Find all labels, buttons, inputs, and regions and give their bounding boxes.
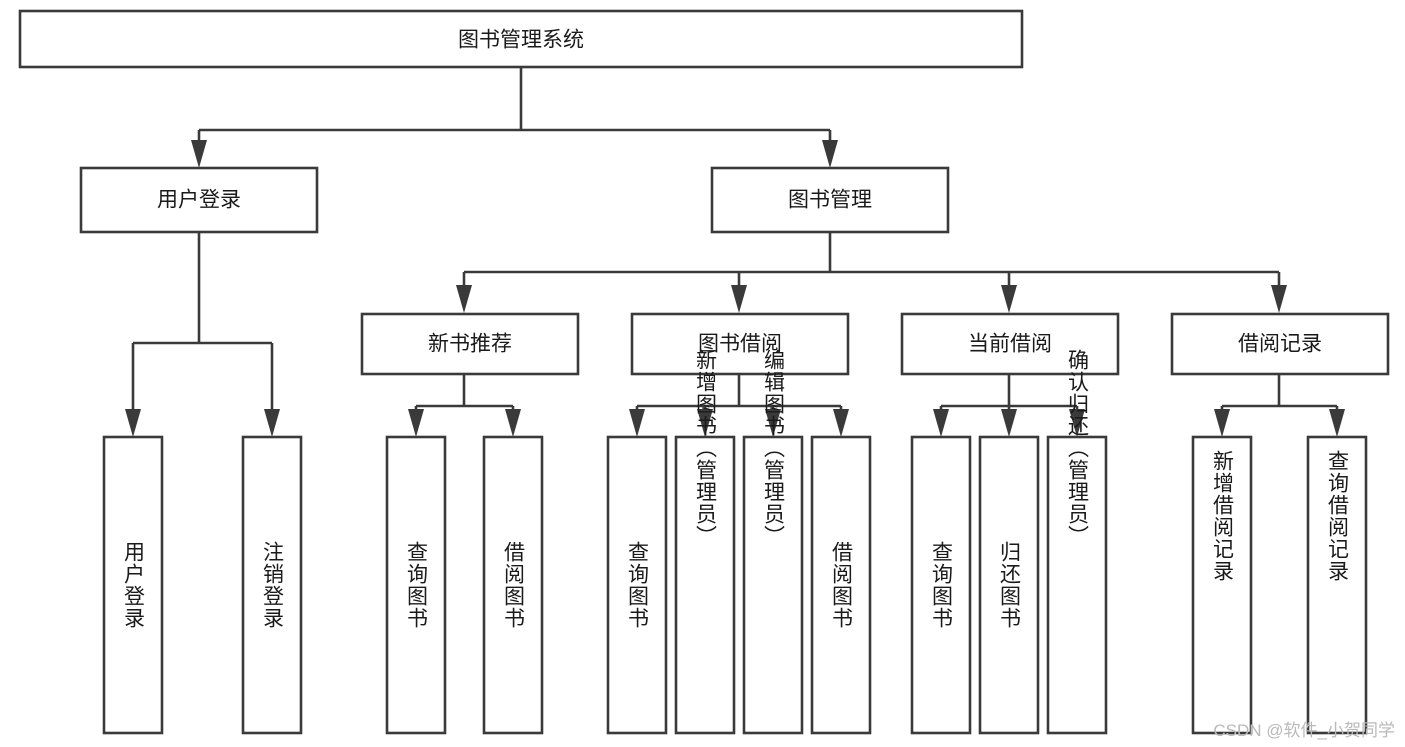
leaf-add-record-label: 新增借阅记录 xyxy=(1211,450,1235,582)
node-borrow-record[interactable]: 借阅记录 xyxy=(1170,312,1390,376)
leaf-borrow-book-1-label: 借阅图书 xyxy=(502,541,526,629)
leaf-add-record[interactable]: 新增借阅记录 xyxy=(1191,435,1253,735)
arrow-icon-leaf-edit-book xyxy=(765,409,781,437)
node-root-label: 图书管理系统 xyxy=(458,29,584,52)
leaf-return-book-box[interactable] xyxy=(978,435,1040,735)
leaf-query-book-3-box[interactable] xyxy=(910,435,972,735)
leaf-add-book-box[interactable] xyxy=(674,435,736,735)
arrow-icon-borrow-record xyxy=(1271,285,1287,313)
leaf-query-book-1-label: 查询图书 xyxy=(405,541,429,629)
arrow-icon-leaf-query-book-3 xyxy=(933,409,949,437)
node-new-book-recommend[interactable]: 新书推荐 xyxy=(360,312,580,376)
leaf-return-book-label: 归还图书 xyxy=(998,541,1022,629)
arrow-icon-user-login xyxy=(191,140,207,168)
leaf-add-record-box[interactable] xyxy=(1191,435,1253,735)
leaf-query-book-1[interactable]: 查询图书 xyxy=(385,435,447,735)
leaf-logout-login-label: 注销登录 xyxy=(261,541,285,629)
leaf-query-book-1-box[interactable] xyxy=(385,435,447,735)
leaf-query-book-3[interactable]: 查询图书 xyxy=(910,435,972,735)
connector-layer xyxy=(125,67,1345,437)
node-root[interactable]: 图书管理系统 xyxy=(18,9,1024,69)
arrow-icon-new-book-recommend xyxy=(456,285,472,313)
node-root-box[interactable] xyxy=(18,9,1024,69)
arrow-icon-leaf-query-record xyxy=(1329,409,1345,437)
leaf-user-login[interactable]: 用户登录 xyxy=(102,435,164,735)
leaf-user-login-label: 用户登录 xyxy=(122,541,146,629)
arrow-icon-leaf-query-book-1 xyxy=(408,409,424,437)
leaf-query-book-2-label: 查询图书 xyxy=(626,541,650,629)
leaf-borrow-book-2-box[interactable] xyxy=(810,435,872,735)
leaf-logout-login[interactable]: 注销登录 xyxy=(241,435,303,735)
leaf-confirm-return-label: 确认归还（管理员） xyxy=(1066,349,1090,547)
leaf-query-book-2-box[interactable] xyxy=(606,435,668,735)
node-new-book-recommend-box[interactable] xyxy=(360,312,580,376)
leaf-add-book[interactable]: 新增图书（管理员） xyxy=(674,349,736,735)
leaf-edit-book-box[interactable] xyxy=(742,435,804,735)
arrow-icon-leaf-logout-login xyxy=(264,409,280,437)
watermark-text: CSDN @软件_小贺同学 xyxy=(1213,721,1395,740)
leaf-add-book-label: 新增图书（管理员） xyxy=(694,349,718,547)
node-book-borrow-box[interactable] xyxy=(630,312,850,376)
arrow-icon-leaf-borrow-book-1 xyxy=(505,409,521,437)
leaf-return-book[interactable]: 归还图书 xyxy=(978,435,1040,735)
node-book-management-box[interactable] xyxy=(710,166,950,234)
arrow-icon-leaf-add-book xyxy=(697,409,713,437)
leaf-confirm-return-box[interactable] xyxy=(1046,435,1108,735)
leaf-borrow-book-2[interactable]: 借阅图书 xyxy=(810,435,872,735)
leaf-query-record-label: 查询借阅记录 xyxy=(1326,450,1350,582)
node-current-borrow-box[interactable] xyxy=(900,312,1120,376)
node-current-borrow-label: 当前借阅 xyxy=(968,333,1052,356)
node-user-login[interactable]: 用户登录 xyxy=(79,166,319,234)
leaf-borrow-book-1-box[interactable] xyxy=(482,435,544,735)
node-user-login-label: 用户登录 xyxy=(157,189,241,212)
leaf-query-record-box[interactable] xyxy=(1306,435,1368,735)
leaf-confirm-return[interactable]: 确认归还（管理员） xyxy=(1046,349,1108,735)
node-book-management[interactable]: 图书管理 xyxy=(710,166,950,234)
arrow-icon-leaf-confirm-return xyxy=(1069,409,1085,437)
node-book-management-label: 图书管理 xyxy=(788,189,872,212)
leaf-logout-login-box[interactable] xyxy=(241,435,303,735)
node-user-login-box[interactable] xyxy=(79,166,319,234)
node-borrow-record-label: 借阅记录 xyxy=(1238,333,1322,356)
leaf-edit-book-label: 编辑图书（管理员） xyxy=(762,349,786,547)
node-book-borrow[interactable]: 图书借阅 xyxy=(630,312,850,376)
arrow-icon-leaf-user-login xyxy=(125,409,141,437)
leaf-edit-book[interactable]: 编辑图书（管理员） xyxy=(742,349,804,735)
leaf-borrow-book-1[interactable]: 借阅图书 xyxy=(482,435,544,735)
arrow-icon-leaf-borrow-book-2 xyxy=(833,409,849,437)
arrow-icon-book-borrow xyxy=(731,285,747,313)
leaf-query-book-3-label: 查询图书 xyxy=(930,541,954,629)
arrow-icon-leaf-add-record xyxy=(1214,409,1230,437)
node-current-borrow[interactable]: 当前借阅 xyxy=(900,312,1120,376)
arrow-icon-current-borrow xyxy=(1001,285,1017,313)
arrow-icon-leaf-return-book xyxy=(1001,409,1017,437)
leaf-query-record[interactable]: 查询借阅记录 xyxy=(1306,435,1368,735)
leaf-user-login-box[interactable] xyxy=(102,435,164,735)
node-book-borrow-label: 图书借阅 xyxy=(698,333,782,356)
node-borrow-record-box[interactable] xyxy=(1170,312,1390,376)
node-new-book-recommend-label: 新书推荐 xyxy=(428,333,512,356)
leaf-query-book-2[interactable]: 查询图书 xyxy=(606,435,668,735)
arrow-icon-leaf-query-book-2 xyxy=(629,409,645,437)
leaf-borrow-book-2-label: 借阅图书 xyxy=(830,541,854,629)
arrow-icon-book-management xyxy=(822,140,838,168)
